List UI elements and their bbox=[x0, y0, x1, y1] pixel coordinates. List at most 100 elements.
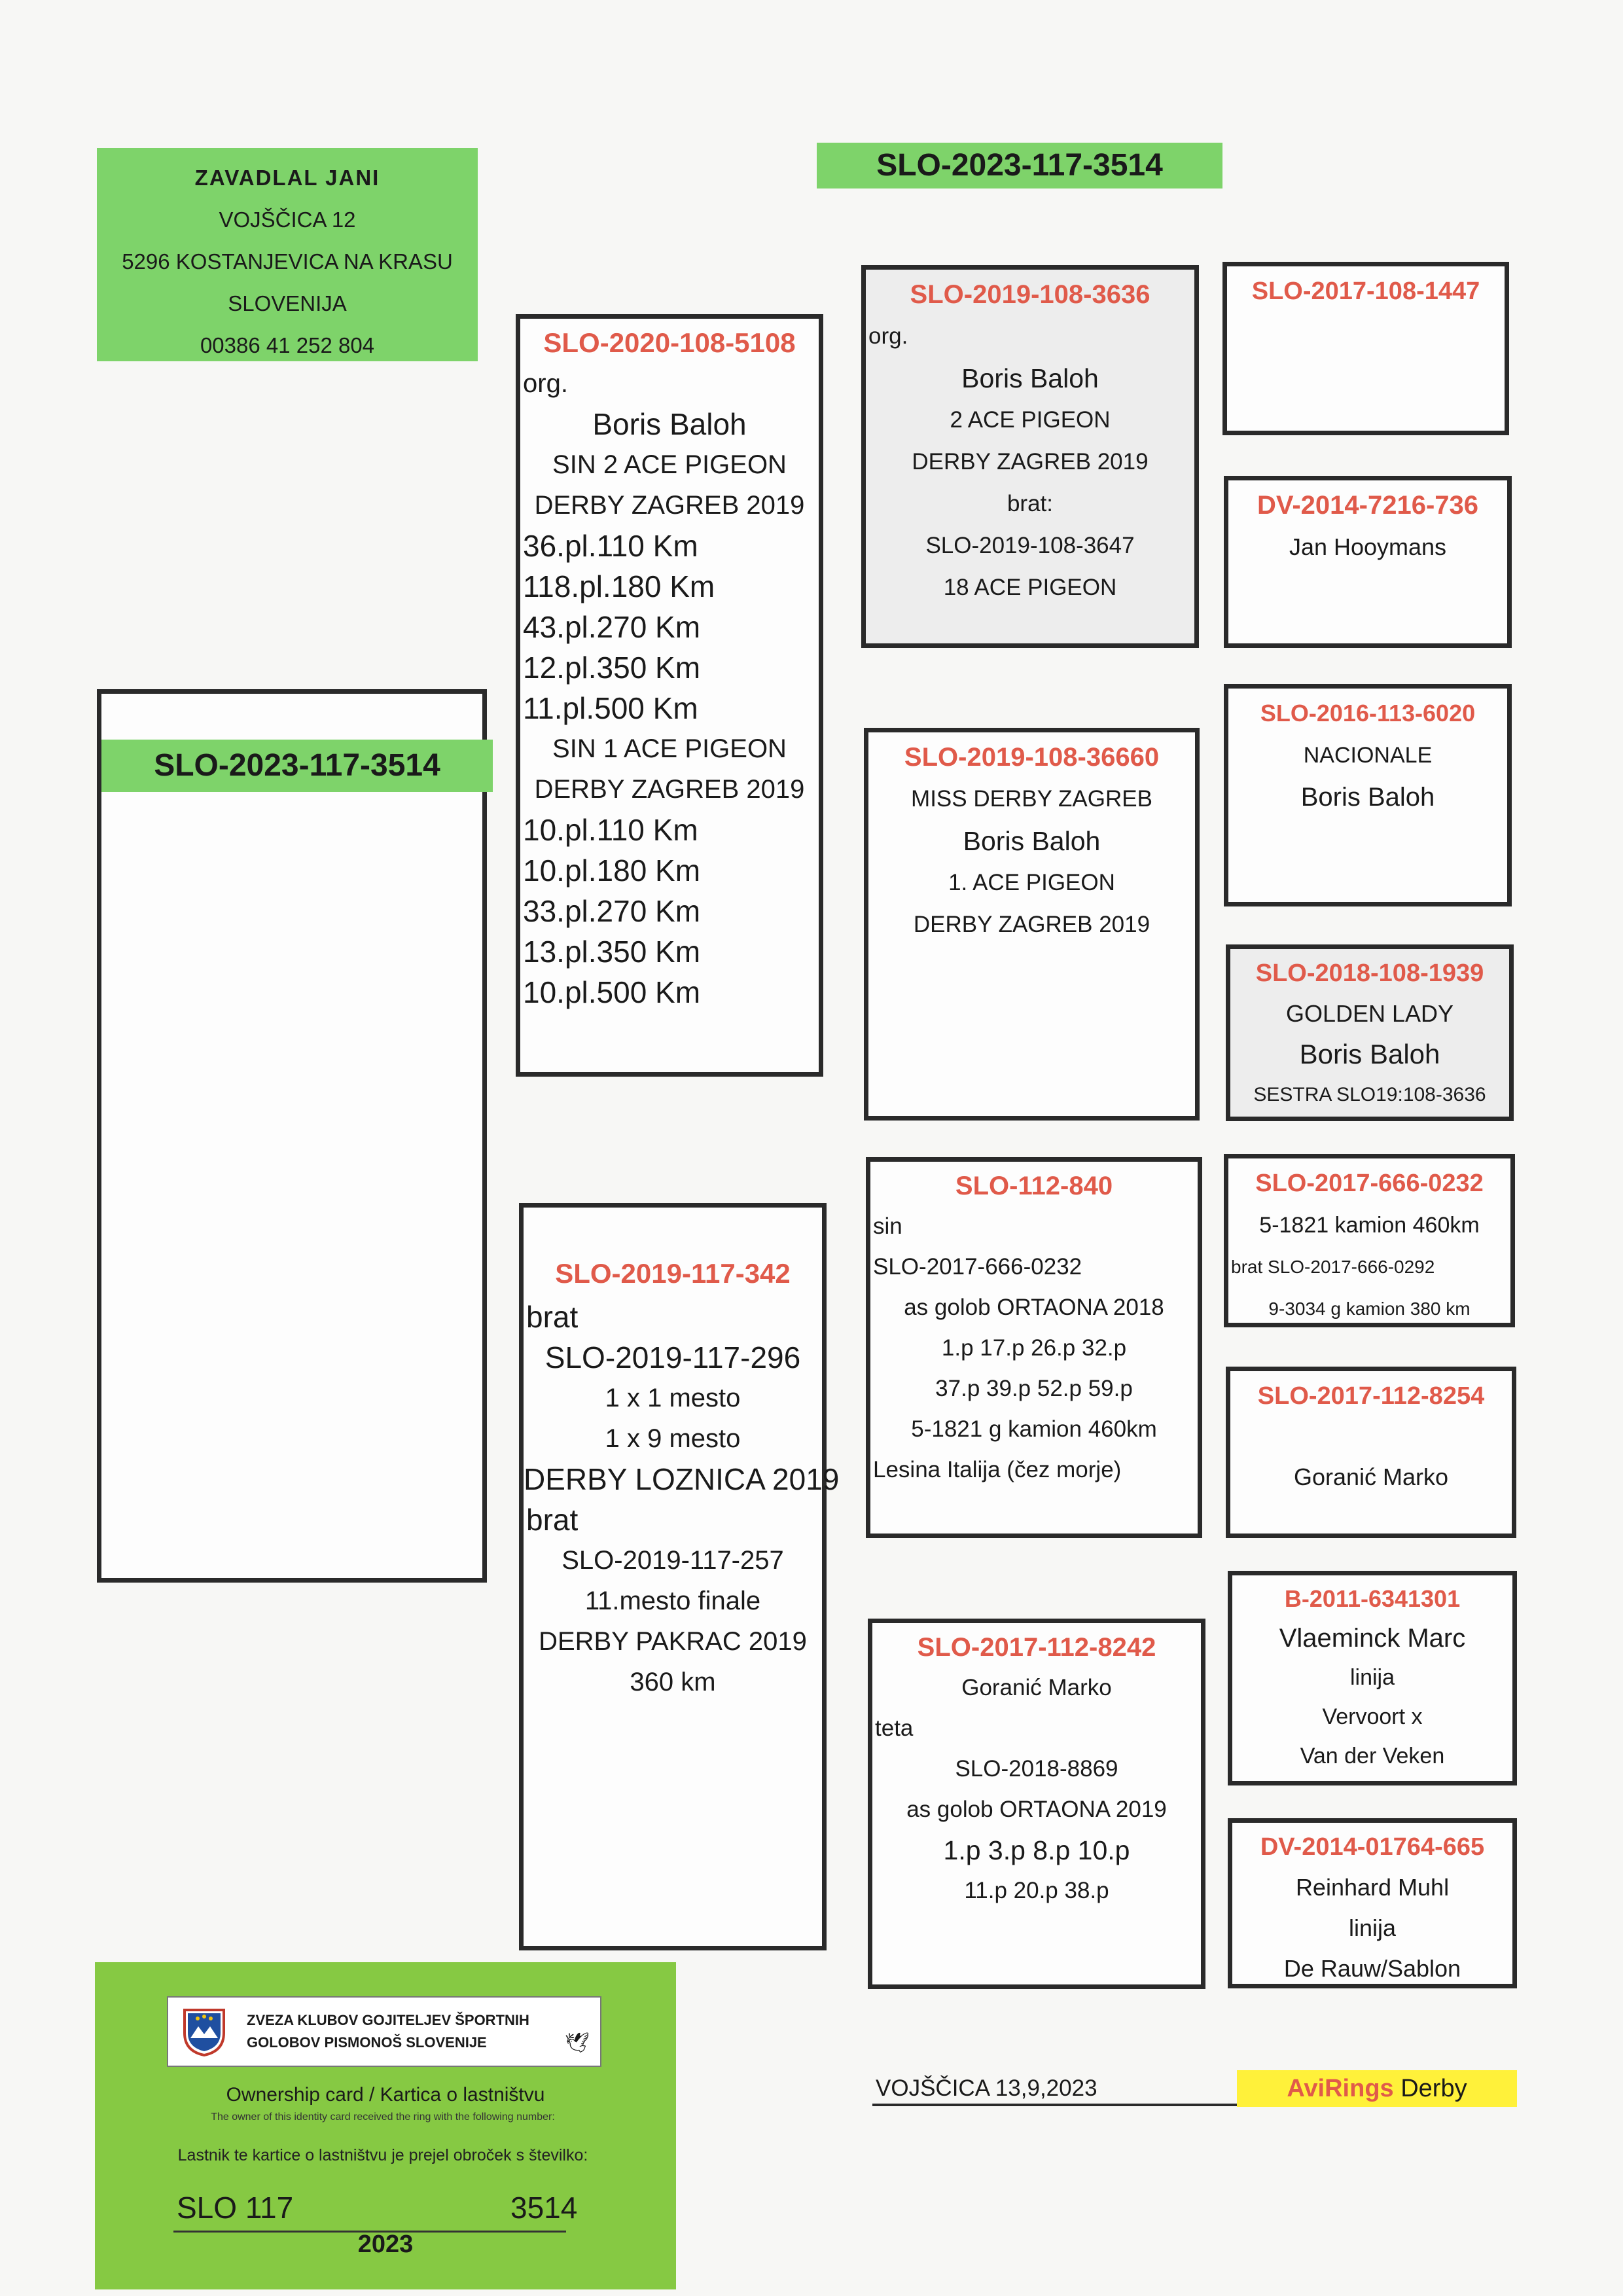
fmm-ring: SLO-2018-108-1939 bbox=[1255, 960, 1484, 987]
fmm-line: GOLDEN LADY bbox=[1285, 1000, 1454, 1027]
father-ring: SLO-2020-108-5108 bbox=[543, 327, 796, 358]
mother-line: brat bbox=[526, 1300, 579, 1334]
mff-box: SLO-2017-666-0232 5-1821 kamion 460km brat… bbox=[1224, 1154, 1515, 1327]
brand-red: AviRings bbox=[1287, 2075, 1394, 2102]
father-line: 10.pl.110 Km bbox=[523, 813, 698, 847]
ffm-line: Jan Hooymans bbox=[1289, 533, 1447, 560]
card-ring-number: 3514 bbox=[510, 2191, 578, 2225]
father-line: 13.pl.350 Km bbox=[523, 935, 701, 969]
mf-line: as golob ORTAONA 2018 bbox=[904, 1295, 1164, 1320]
mm-ring: SLO-2017-112-8242 bbox=[917, 1633, 1156, 1662]
footer: VOJŠČICA 13,9,2023 AviRings Derby bbox=[872, 2070, 1517, 2107]
ff-line: Boris Baloh bbox=[961, 363, 1099, 393]
mmf-line: linija bbox=[1349, 1665, 1395, 1690]
mm-line: teta bbox=[875, 1715, 914, 1741]
mother-line: 1 x 9 mesto bbox=[605, 1424, 741, 1453]
mmf-ring: B-2011-6341301 bbox=[1284, 1585, 1461, 1612]
card-header: ZVEZA KLUBOV GOJITELJEV ŠPORTNIH GOLOBOV… bbox=[167, 1996, 601, 2067]
brand-rest: Derby bbox=[1393, 2075, 1467, 2102]
card-year: 2023 bbox=[357, 2231, 414, 2258]
mm-line: 1.p 3.p 8.p 10.p bbox=[943, 1835, 1130, 1865]
mother-line: SLO-2019-117-296 bbox=[544, 1340, 801, 1374]
subject-ring: SLO-2023-117-3514 bbox=[101, 740, 493, 792]
mfm-line: Goranić Marko bbox=[1293, 1463, 1449, 1490]
card-org-line1: ZVEZA KLUBOV GOJITELJEV ŠPORTNIH bbox=[247, 2012, 529, 2028]
pigeon-ring-title: SLO-2023-117-3514 bbox=[817, 143, 1222, 188]
place-date: VOJŠČICA 13,9,2023 bbox=[876, 2075, 1097, 2101]
ff-line: 18 ACE PIGEON bbox=[943, 575, 1117, 600]
fff-box: SLO-2017-108-1447 bbox=[1222, 262, 1509, 435]
mf-line: 37.p 39.p 52.p 59.p bbox=[935, 1376, 1133, 1401]
father-line: DERBY ZAGREB 2019 bbox=[534, 775, 805, 804]
card-title: Ownership card / Kartica o lastništvu bbox=[226, 2084, 545, 2106]
mmm-ring: DV-2014-01764-665 bbox=[1260, 1833, 1485, 1861]
owner-name: ZAVADLAL JANI bbox=[194, 166, 380, 190]
mother-ring: SLO-2019-117-342 bbox=[555, 1258, 791, 1289]
mff-line: 5-1821 kamion 460km bbox=[1259, 1213, 1480, 1238]
mm-line: 11.p 20.p 38.p bbox=[964, 1878, 1109, 1903]
mother-line: SLO-2019-117-257 bbox=[562, 1546, 784, 1575]
owner-street: VOJŠČICA 12 bbox=[219, 207, 356, 232]
ffm-ring: DV-2014-7216-736 bbox=[1257, 491, 1479, 520]
mother-line: DERBY LOZNICA 2019 bbox=[524, 1462, 840, 1496]
father-line: 12.pl.350 Km bbox=[523, 651, 701, 685]
card-org-line2: GOLOBOV PISMONOŠ SLOVENIJE bbox=[247, 2034, 487, 2051]
mother-line: DERBY PAKRAC 2019 bbox=[539, 1627, 807, 1656]
mmm-line: Reinhard Muhl bbox=[1295, 1874, 1450, 1901]
mmf-line: Van der Veken bbox=[1300, 1744, 1445, 1768]
mm-line: as golob ORTAONA 2019 bbox=[906, 1797, 1167, 1822]
slovenia-coat-of-arms-icon bbox=[183, 2009, 225, 2056]
mmm-line: De Rauw/Sablon bbox=[1283, 1955, 1461, 1982]
fm-line: DERBY ZAGREB 2019 bbox=[913, 912, 1150, 937]
owner-city: 5296 KOSTANJEVICA NA KRASU bbox=[122, 249, 453, 274]
fmf-ring: SLO-2016-113-6020 bbox=[1260, 700, 1476, 726]
father-line: 118.pl.180 Km bbox=[523, 569, 715, 603]
mmm-line: linija bbox=[1348, 1914, 1397, 1941]
ff-line: SLO-2019-108-3647 bbox=[925, 533, 1135, 558]
ff-ring: SLO-2019-108-3636 bbox=[910, 280, 1150, 309]
mother-line: brat bbox=[526, 1503, 579, 1537]
father-line: DERBY ZAGREB 2019 bbox=[534, 491, 805, 520]
owner-phone: 00386 41 252 804 bbox=[200, 333, 375, 357]
card-ring-prefix: SLO 117 bbox=[177, 2191, 294, 2225]
mm-line: Goranić Marko bbox=[961, 1675, 1112, 1700]
owner-block: ZAVADLAL JANI VOJŠČICA 12 5296 KOSTANJEV… bbox=[97, 148, 478, 361]
ownership-card: ZVEZA KLUBOV GOJITELJEV ŠPORTNIH GOLOBOV… bbox=[95, 1962, 676, 2289]
mff-line: brat SLO-2017-666-0292 bbox=[1231, 1257, 1435, 1277]
fmm-line: Boris Baloh bbox=[1299, 1039, 1440, 1069]
mfm-ring: SLO-2017-112-8254 bbox=[1257, 1382, 1485, 1410]
father-line: Boris Baloh bbox=[592, 407, 747, 441]
mm-line: SLO-2018-8869 bbox=[955, 1756, 1118, 1782]
fmf-line: NACIONALE bbox=[1303, 743, 1433, 768]
subject-box: SLO-2023-117-3514 bbox=[97, 689, 493, 1583]
ff-line: DERBY ZAGREB 2019 bbox=[912, 449, 1149, 475]
father-line: 43.pl.270 Km bbox=[523, 610, 701, 644]
mf-line: Lesina Italija (čez morje) bbox=[873, 1457, 1122, 1482]
father-line: SIN 1 ACE PIGEON bbox=[552, 734, 787, 763]
mmf-line: Vervoort x bbox=[1322, 1704, 1423, 1729]
mother-line: 11.mesto finale bbox=[584, 1587, 761, 1615]
father-line: 36.pl.110 Km bbox=[523, 529, 698, 563]
fm-ring: SLO-2019-108-36660 bbox=[904, 743, 1160, 772]
mff-ring: SLO-2017-666-0232 bbox=[1255, 1170, 1484, 1197]
ff-line: org. bbox=[868, 323, 908, 349]
owner-country: SLOVENIJA bbox=[228, 291, 347, 315]
card-english-text: The owner of this identity card received… bbox=[211, 2111, 555, 2123]
mmf-line: Vlaeminck Marc bbox=[1279, 1624, 1466, 1653]
father-line: 11.pl.500 Km bbox=[523, 691, 698, 725]
ff-line: 2 ACE PIGEON bbox=[950, 407, 1111, 433]
fm-line: MISS DERBY ZAGREB bbox=[911, 786, 1152, 812]
mother-line: 1 x 1 mesto bbox=[605, 1384, 741, 1412]
father-line: org. bbox=[523, 369, 568, 398]
mf-line: 1.p 17.p 26.p 32.p bbox=[941, 1335, 1127, 1361]
mf-line: sin bbox=[873, 1213, 902, 1239]
